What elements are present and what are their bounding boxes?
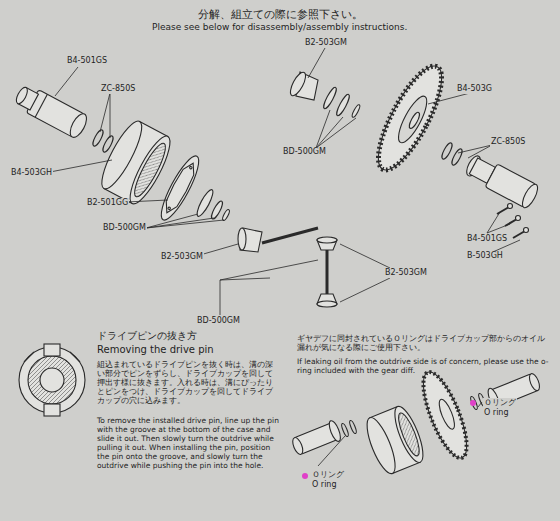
note-text: If leaking oil from the outdrive side is… xyxy=(296,357,552,375)
callout-label: O ring xyxy=(483,408,510,418)
part-number: B4-503GH xyxy=(10,168,53,178)
part-number: B4-503G xyxy=(456,84,493,94)
callout-label: Ｏリング xyxy=(311,470,345,480)
part-number: B2-503GM xyxy=(160,252,204,262)
part-number: ZC-850S xyxy=(100,84,136,94)
part-number: B4-501GS xyxy=(466,234,508,244)
note-text: ギヤデフに同封されているＯリングはドライブカップ部からのオイル漏れが気になる際に… xyxy=(296,334,552,352)
part-number: B4-501GS xyxy=(66,56,108,66)
page-title: 分解、組立ての際に参照下さい。 xyxy=(197,8,364,21)
instruction-text: 組込まれているドライブピンを抜く時は、溝の深い部分でピンをずらし、ドライブカップ… xyxy=(96,360,280,405)
callout-label: O ring xyxy=(311,480,338,490)
part-number: B-503GH xyxy=(466,251,504,261)
part-number: BD-500GM xyxy=(102,223,147,233)
part-number: BD-500GM xyxy=(196,316,241,326)
part-number: B2-503GM xyxy=(384,268,428,278)
instruction-text: To remove the installed drive pin, line … xyxy=(96,416,280,470)
part-number: B2-503GM xyxy=(304,38,348,48)
part-number: B2-501GG xyxy=(86,198,129,208)
callout-label: Ｏリング xyxy=(483,398,517,408)
section-heading: Removing the drive pin xyxy=(96,344,215,356)
part-number: ZC-850S xyxy=(490,137,526,147)
subtitle: Please see below for disassembly/assembl… xyxy=(151,22,408,33)
section-heading: ドライブピンの抜き方 xyxy=(96,330,198,342)
part-number: BD-500GM xyxy=(282,147,327,157)
